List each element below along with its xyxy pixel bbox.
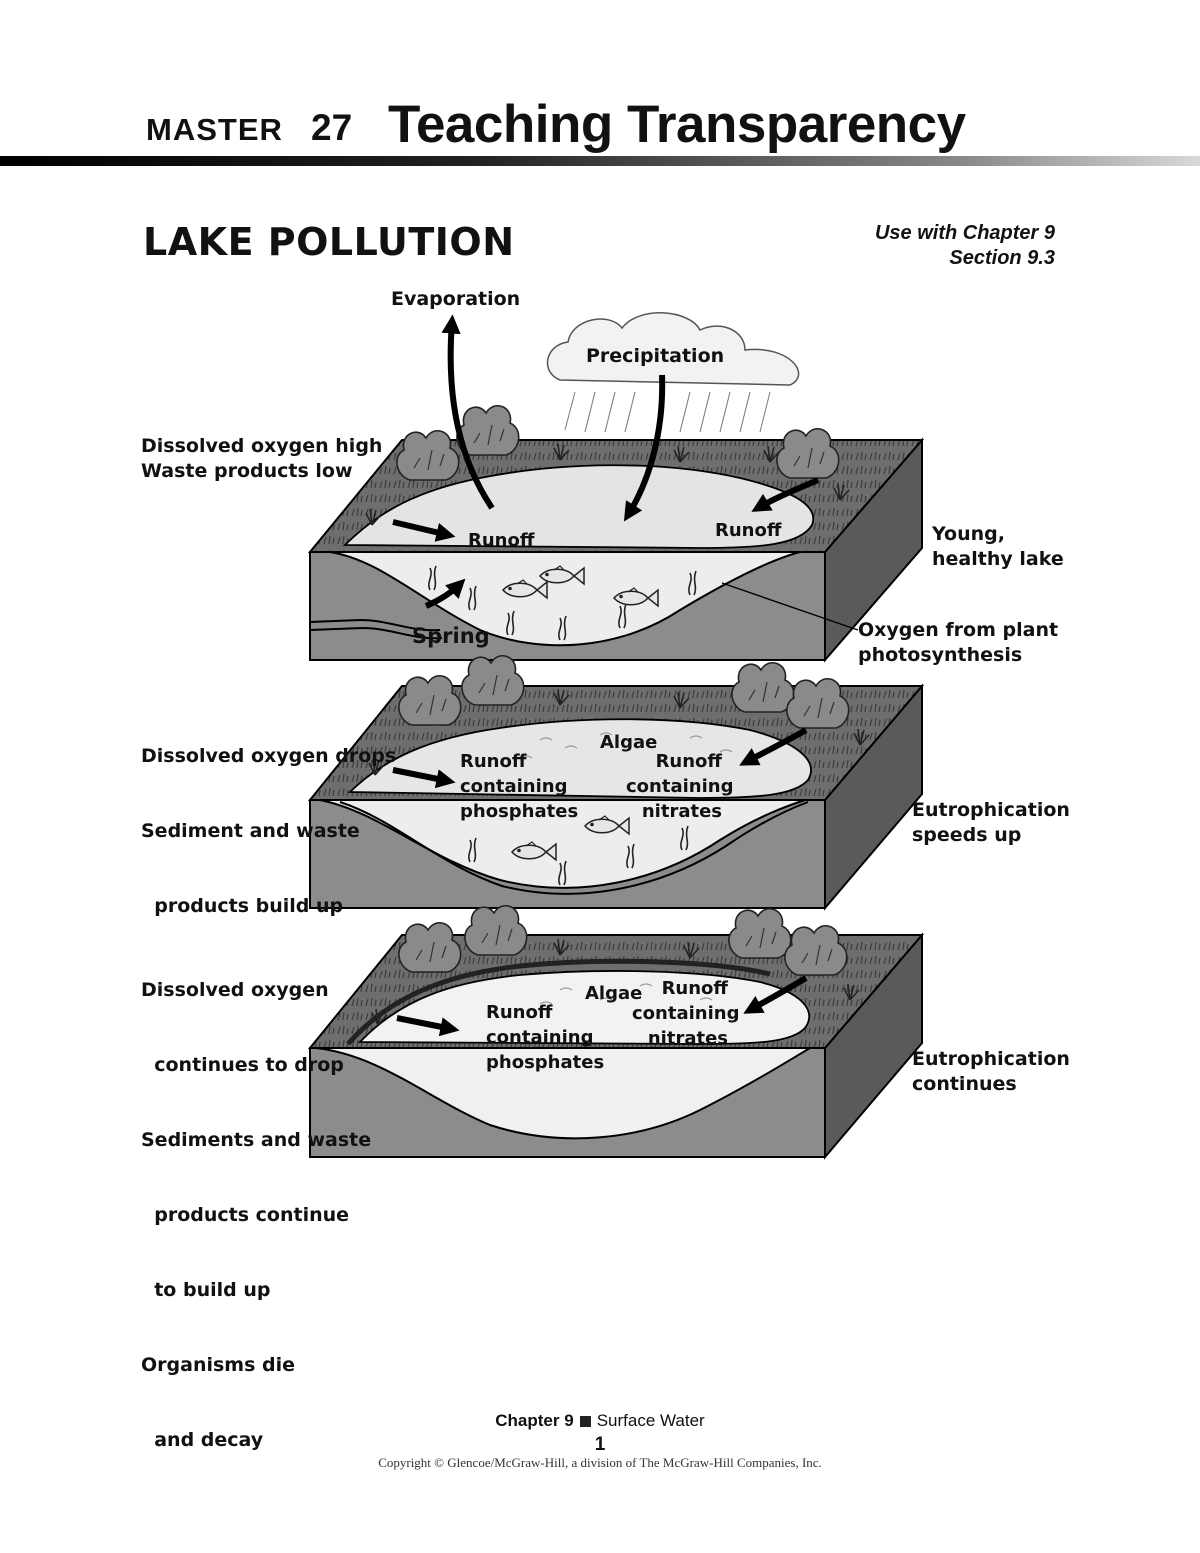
spring-label: Spring <box>412 624 490 648</box>
use-with-chapter: Use with Chapter 9 <box>874 222 1055 244</box>
stage2-runoff-left-line: containing <box>460 776 568 797</box>
stage3-left-label: Dissolved oxygen continues to drop Sedim… <box>141 928 371 1478</box>
stage2-left-label: Dissolved oxygen drops Sediment and wast… <box>141 694 396 944</box>
footer-subject: Surface Water <box>596 1411 705 1430</box>
stage1-block <box>307 312 925 663</box>
stage1-left-label: Dissolved oxygen high Waste products low <box>141 434 382 484</box>
stage3-left-line: and decay <box>141 1429 264 1451</box>
stage3-block <box>307 904 925 1160</box>
page-header-title: Teaching Transparency <box>388 95 966 154</box>
oxygen-line: Oxygen from plant <box>858 619 1059 641</box>
stage3-runoff-right-line: nitrates <box>647 1028 728 1049</box>
stage2-right-label: Eutrophication speeds up <box>912 798 1070 848</box>
page-title: LAKE POLLUTION <box>143 220 515 264</box>
page-number: 1 <box>594 1434 606 1455</box>
stage3-left-line: to build up <box>141 1279 271 1301</box>
stage2-left-line: Dissolved oxygen drops <box>141 745 397 767</box>
stage3-runoff-right-line: containing <box>632 1003 740 1024</box>
stage2-left-line: Sediment and waste <box>141 820 360 842</box>
stage2-block <box>307 654 925 911</box>
stage3-runoff-nitrates: Runoff containing nitrates <box>632 976 740 1051</box>
stage1-runoff-left: Runoff <box>468 530 535 551</box>
stage3-right-line: continues <box>912 1073 1017 1095</box>
copyright-notice: Copyright © Glencoe/McGraw-Hill, a divis… <box>378 1455 822 1470</box>
evaporation-label: Evaporation <box>391 288 521 310</box>
square-bullet-icon <box>579 1416 591 1427</box>
precipitation-label: Precipitation <box>586 345 725 367</box>
oxygen-label: Oxygen from plant photosynthesis <box>858 618 1058 668</box>
master-number: 27 <box>311 107 353 148</box>
header-rule <box>0 156 1200 166</box>
oxygen-line: photosynthesis <box>858 644 1023 666</box>
footer-chapter: Chapter 9 <box>495 1411 574 1430</box>
stage2-right-line: speeds up <box>912 824 1022 846</box>
footer-chapter-line: Chapter 9 Surface Water <box>0 1411 1200 1431</box>
stage1-left-line: Waste products low <box>141 460 353 482</box>
stage2-runoff-left-line: Runoff <box>460 751 527 772</box>
master-label: MASTER <box>146 112 283 147</box>
stage3-left-line: products continue <box>141 1204 350 1226</box>
stage2-runoff-nitrates: Runoff containing nitrates <box>626 749 734 824</box>
stage3-runoff-left-line: phosphates <box>486 1052 605 1073</box>
stage3-right-line: Eutrophication <box>912 1048 1070 1070</box>
stage2-runoff-right-line: Runoff <box>655 751 722 772</box>
stage3-right-label: Eutrophication continues <box>912 1047 1070 1097</box>
stage2-right-line: Eutrophication <box>912 799 1070 821</box>
stage3-left-line: Sediments and waste <box>141 1129 372 1151</box>
stage3-left-line: Organisms die <box>141 1354 296 1376</box>
stage3-algae-label: Algae <box>585 983 643 1004</box>
stage2-algae-label: Algae <box>600 732 658 753</box>
stage3-runoff-phosphates: Runoff containing phosphates <box>486 1000 604 1075</box>
stage1-runoff-right: Runoff <box>715 520 782 541</box>
stage2-runoff-phosphates: Runoff containing phosphates <box>460 749 578 824</box>
stage1-right-label: Young, healthy lake <box>932 522 1064 572</box>
stage3-left-line: Dissolved oxygen <box>141 979 329 1001</box>
stage1-right-line: healthy lake <box>932 548 1064 570</box>
stage3-runoff-left-line: containing <box>486 1027 594 1048</box>
stage2-runoff-right-line: containing <box>626 776 734 797</box>
stage2-runoff-right-line: nitrates <box>641 801 722 822</box>
stage3-runoff-right-line: Runoff <box>661 978 728 999</box>
stage2-left-line: products build up <box>141 895 344 917</box>
use-with-section: Section 9.3 <box>949 247 1055 269</box>
stage3-runoff-left-line: Runoff <box>486 1002 553 1023</box>
stage1-left-line: Dissolved oxygen high <box>141 435 383 457</box>
stage2-runoff-left-line: phosphates <box>460 801 579 822</box>
use-with-note: Use with Chapter 9 Section 9.3 <box>875 221 1055 271</box>
stage3-left-line: continues to drop <box>141 1054 344 1076</box>
stage1-right-line: Young, <box>932 523 1005 545</box>
